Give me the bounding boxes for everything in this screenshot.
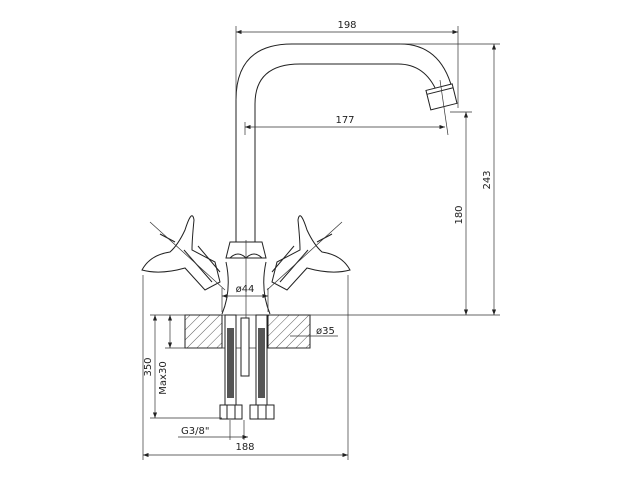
dim-350: 350 — [143, 357, 154, 376]
dim-g38: G3/8" — [181, 426, 209, 437]
dim-diameter-35: ø35 — [316, 326, 335, 337]
dim-188: 188 — [235, 442, 254, 453]
dimension-lines — [142, 26, 500, 460]
dim-diameter-44: ø44 — [236, 284, 255, 295]
dim-180: 180 — [454, 205, 465, 224]
right-handle — [266, 215, 351, 291]
dim-198: 198 — [337, 20, 356, 31]
dim-243: 243 — [482, 170, 493, 189]
left-handle — [141, 215, 226, 291]
dim-max30: Max30 — [158, 361, 169, 394]
spout — [235, 43, 458, 242]
dim-177: 177 — [335, 115, 354, 126]
supply-hoses — [219, 314, 275, 420]
countertop-section — [150, 314, 500, 349]
faucet-body — [221, 240, 271, 320]
